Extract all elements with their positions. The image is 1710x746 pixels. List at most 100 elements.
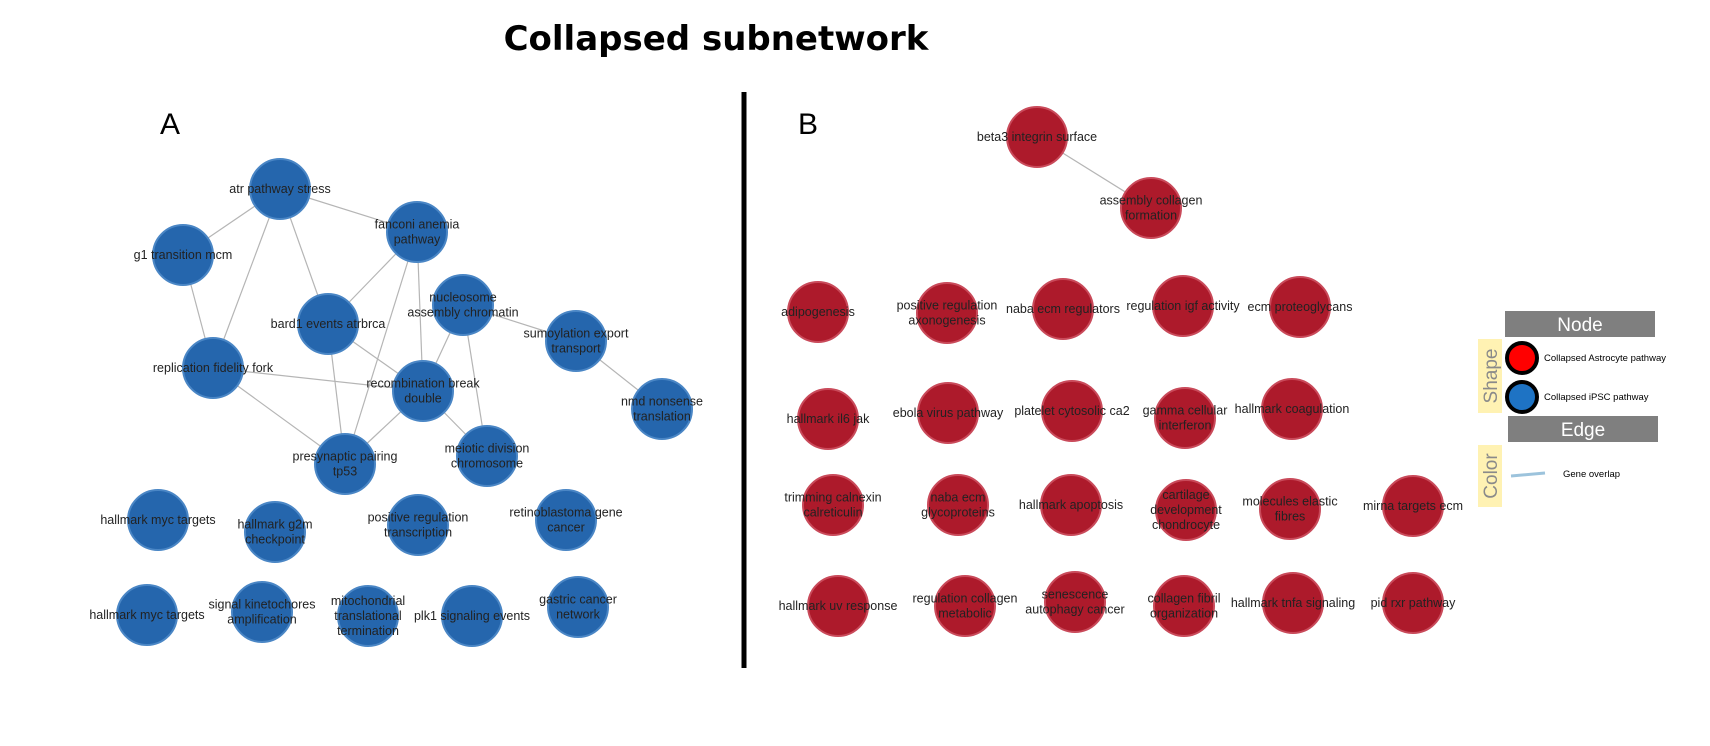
panel-a-node-label-posreg: transcription (384, 526, 452, 540)
panel-b-node-il6: hallmark il6 jak (787, 388, 870, 450)
panel-b-label: B (798, 108, 818, 141)
panel-b-node-label-trimming: calreticulin (803, 506, 862, 520)
panel-b-node-circle-naba_reg (1032, 278, 1094, 340)
panel-a-node-label-presynaptic: presynaptic pairing (293, 450, 398, 464)
panel-a-node-myc1: hallmark myc targets (100, 489, 216, 551)
panel-b-node-platelet: platelet cytosolic ca2 (1014, 380, 1130, 442)
panel-a-node-label-bard1: bard1 events atrbrca (271, 317, 386, 331)
panel-b-node-label-platelet: platelet cytosolic ca2 (1014, 404, 1129, 418)
panel-a-node-circle-bard1 (297, 293, 359, 355)
panel-b-node-circle-ebola (917, 382, 979, 444)
panel-a-node-label-gastric: gastric cancer (539, 593, 617, 607)
panel-b-node-label-cartilage: development (1150, 503, 1222, 517)
panel-b-node-igf: regulation igf activity (1126, 275, 1240, 337)
panel-b-node-label-il6: hallmark il6 jak (787, 412, 870, 426)
panel-b-node-label-cartilage: chondrocyte (1152, 518, 1220, 532)
panel-b-node-label-posreg_axon: positive regulation (897, 299, 998, 313)
panel-b-node-label-gamma: gamma cellular (1143, 404, 1228, 418)
panel-a-node-circle-gastric (547, 576, 609, 638)
panel-b-node-label-collagen_meta: metabolic (938, 607, 992, 621)
panel-b-node-circle-fibril (1153, 575, 1215, 637)
panel-b-node-label-naba_glyco: naba ecm (931, 491, 986, 505)
panel-a-node-label-nucleosome: nucleosome (429, 291, 496, 305)
panel-a-node-circle-recombination (392, 360, 454, 422)
panel-b-node-label-collagen_assembly: formation (1125, 209, 1177, 223)
panel-b-node-label-apoptosis: hallmark apoptosis (1019, 498, 1123, 512)
panel-b-node-circle-pid_rxr (1382, 572, 1444, 634)
panel-a-node-label-fanconi: pathway (394, 233, 441, 247)
panel-a-node-label-sumoylation: sumoylation export (524, 327, 629, 341)
panel-a-node-label-gastric: network (556, 608, 601, 622)
panel-a-node-g1: g1 transition mcm (134, 224, 232, 286)
panel-b-node-naba_reg: naba ecm regulators (1006, 278, 1120, 340)
panel-b-node-label-tnfa: hallmark tnfa signaling (1231, 596, 1355, 610)
panel-a-node-label-sumoylation: transport (551, 342, 601, 356)
panel-b-node-label-coag: hallmark coagulation (1235, 402, 1350, 416)
panel-b-node-circle-trimming (802, 474, 864, 536)
legend-ipsc-label: Collapsed iPSC pathway (1544, 392, 1649, 403)
legend-shape-bg (1478, 339, 1502, 413)
panel-b-node-ecm_proteo: ecm proteoglycans (1248, 276, 1352, 338)
panel-b-node-circle-coag (1261, 378, 1323, 440)
panel-b-node-label-senescence: senescence (1042, 588, 1109, 602)
legend-color-label: Color (1481, 453, 1502, 499)
panel-a-node-label-kinetochores: amplification (227, 613, 297, 627)
panel-b-node-label-fibril: organization (1150, 607, 1218, 621)
legend-gene-overlap-line (1510, 471, 1546, 478)
panel-b-node-label-senescence: autophagy cancer (1025, 603, 1124, 617)
panel-a-label: A (160, 108, 180, 141)
legend-edge-header: Edge (1561, 420, 1605, 441)
panel-b-node-apoptosis: hallmark apoptosis (1019, 474, 1123, 536)
panel-b-node-label-naba_reg: naba ecm regulators (1006, 302, 1120, 316)
figure-title: Collapsed subnetwork (504, 19, 930, 59)
panel-a-node-circle-sumoylation (545, 310, 607, 372)
panel-b-node-label-elastic: fibres (1275, 510, 1306, 524)
panel-a-edge-fanconi-presynaptic (344, 231, 418, 465)
panel-b-node-label-naba_glyco: glycoproteins (921, 506, 995, 520)
panel-a-node-circle-presynaptic (314, 433, 376, 495)
panel-a-node-circle-meiotic (456, 425, 518, 487)
panel-b-node-circle-apoptosis (1040, 474, 1102, 536)
panel-a-node-circle-g1 (152, 224, 214, 286)
panel-b-node-label-ebola: ebola virus pathway (893, 406, 1004, 420)
panel-b-node-label-mirna: mirna targets ecm (1363, 499, 1463, 513)
panel-b-node-circle-beta3 (1006, 106, 1068, 168)
panel-a-node-label-replication: replication fidelity fork (153, 361, 274, 375)
panel-b-node-circle-cartilage (1155, 479, 1217, 541)
panel-a-node-circle-replication (182, 337, 244, 399)
panel-a-node-label-recombination: double (404, 392, 442, 406)
panel-b-node-label-adipogenesis: adipogenesis (781, 305, 855, 319)
panel-b-node-ebola: ebola virus pathway (893, 382, 1004, 444)
panel-b-node-circle-collagen_meta (934, 575, 996, 637)
panel-a-node-circle-nmd (631, 378, 693, 440)
panel-a-edge-replication-recombination (212, 367, 424, 392)
panel-a-node-label-kinetochores: signal kinetochores (208, 598, 315, 612)
panel-a-node-label-retino: cancer (547, 521, 585, 535)
panel-a-node-circle-kinetochores (231, 581, 293, 643)
panel-b-node-label-pid_rxr: pid rxr pathway (1371, 596, 1457, 610)
panel-a-node-label-g2m: hallmark g2m (237, 518, 312, 532)
legend-ipsc-node-icon (1505, 380, 1539, 414)
panel-b-node-uv: hallmark uv response (779, 575, 897, 637)
panel-a-node-circle-posreg (387, 494, 449, 556)
panel-b-node-circle-platelet (1041, 380, 1103, 442)
panel-a-node-label-mito: mitochondrial (331, 594, 405, 608)
legend: Node Shape Collapsed Astrocyte pathway C… (1478, 311, 1666, 507)
panel-a-node-label-plk1: plk1 signaling events (414, 609, 530, 623)
panel-b-node-circle-ecm_proteo (1269, 276, 1331, 338)
panel-b-node-label-beta3: beta3 integrin surface (977, 130, 1097, 144)
